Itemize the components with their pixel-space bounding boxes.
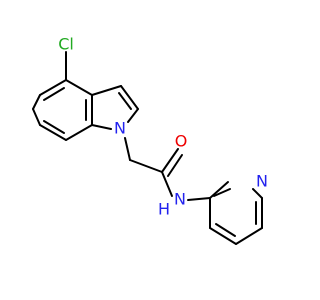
bond [127, 108, 139, 123]
double-bond-inner [43, 87, 65, 101]
bond [235, 227, 263, 245]
indole-nitrogen-label: N [114, 119, 126, 138]
molecule-structure: Cl N O N H N [0, 0, 300, 300]
bond [32, 108, 41, 126]
bond [65, 79, 93, 96]
bond-c-n-amide [161, 171, 173, 197]
bond-c-o-second [167, 154, 183, 177]
bond-c-o [161, 148, 179, 173]
double-bond-inner [215, 223, 236, 237]
pyridine-nitrogen-label: N [256, 172, 268, 191]
bond-n-ch2 [124, 137, 131, 161]
bond [39, 79, 67, 96]
amide-nitrogen-label: N [174, 190, 186, 209]
amide-hydrogen-label: H [158, 200, 170, 219]
bonds [32, 51, 263, 245]
bond-ch2-co [129, 159, 163, 173]
bond [209, 227, 237, 245]
atom-labels: Cl N O N H N [58, 35, 268, 219]
carbonyl-oxygen-label: O [175, 132, 188, 151]
double-bond-inner [213, 188, 231, 197]
double-bond-inner [43, 120, 65, 134]
bond [32, 94, 41, 110]
chlorine-atom-label: Cl [58, 35, 74, 54]
bond-n-pyridine [187, 197, 211, 201]
bond [209, 181, 229, 199]
double-bond-inner [118, 92, 132, 110]
bond [91, 85, 122, 96]
bond [39, 124, 67, 141]
bond [120, 85, 139, 110]
canvas-background [0, 0, 300, 300]
bond [252, 188, 263, 199]
bond [91, 124, 112, 130]
bond [65, 124, 93, 141]
